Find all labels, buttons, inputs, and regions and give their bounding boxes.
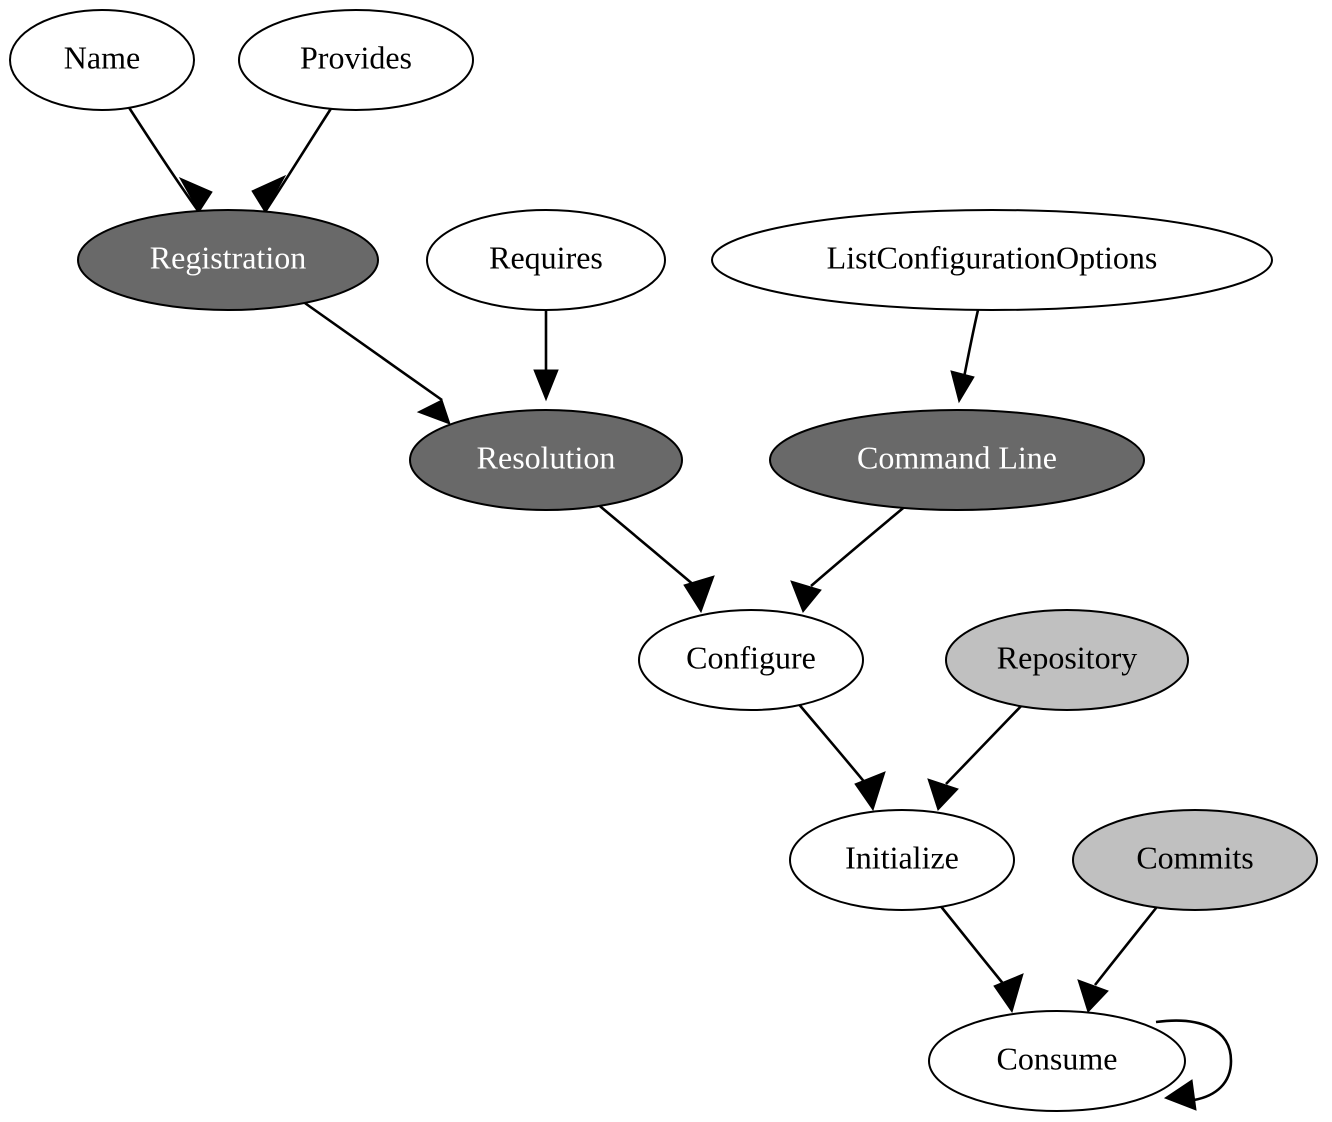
edge-name-to-registration (126, 105, 213, 213)
edge-resolution-to-configure (594, 501, 715, 614)
node-shape[interactable] (9, 9, 195, 111)
arrowhead-icon (533, 369, 559, 402)
node-initialize[interactable]: Initialize (789, 809, 1015, 911)
edge-requires-to-resolution (533, 310, 559, 402)
node-repository[interactable]: Repository (945, 609, 1189, 711)
edge-configure-to-initialize (796, 701, 886, 812)
edge-commits-to-consume (1077, 902, 1162, 1013)
node-commandline[interactable]: Command Line (769, 409, 1145, 511)
edge-line (1155, 1019, 1233, 1102)
node-resolution[interactable]: Resolution (409, 409, 683, 511)
arrowhead-icon (1163, 1079, 1197, 1111)
arrowhead-icon (683, 575, 715, 614)
arrowhead-icon (790, 580, 822, 613)
edge-line (1093, 902, 1162, 986)
node-configure[interactable]: Configure (638, 609, 864, 711)
edge-line (301, 299, 443, 402)
node-shape[interactable] (928, 1010, 1186, 1112)
edge-registration-to-resolution (301, 299, 451, 425)
node-shape[interactable] (638, 609, 864, 711)
arrowhead-icon (927, 778, 959, 811)
node-shape[interactable] (945, 609, 1189, 711)
node-commits[interactable]: Commits (1072, 809, 1318, 911)
edges-layer (126, 105, 1233, 1111)
arrowhead-icon (251, 174, 287, 213)
node-provides[interactable]: Provides (238, 9, 474, 111)
edge-consume-to-consume (1155, 1019, 1233, 1111)
edge-listconfig-to-commandline (950, 309, 980, 404)
node-listconfig[interactable]: ListConfigurationOptions (711, 209, 1273, 311)
arrowhead-icon (950, 370, 975, 404)
arrowhead-icon (993, 973, 1024, 1014)
node-shape[interactable] (789, 809, 1015, 911)
edge-line (126, 105, 201, 213)
node-shape[interactable] (426, 209, 666, 311)
arrowhead-icon (416, 399, 451, 425)
arrowhead-icon (1077, 979, 1109, 1013)
arrowhead-icon (178, 176, 213, 213)
node-consume[interactable]: Consume (928, 1010, 1186, 1112)
node-requires[interactable]: Requires (426, 209, 666, 311)
edge-repository-to-initialize (927, 701, 1026, 811)
node-shape[interactable] (238, 9, 474, 111)
edge-initialize-to-consume (937, 903, 1024, 1014)
node-shape[interactable] (1072, 809, 1318, 911)
edge-line (263, 106, 334, 213)
node-shape[interactable] (711, 209, 1273, 311)
node-shape[interactable] (769, 409, 1145, 511)
edge-line (796, 701, 868, 785)
edge-line (594, 501, 696, 587)
arrowhead-icon (854, 771, 886, 812)
node-registration[interactable]: Registration (77, 209, 379, 311)
node-shape[interactable] (77, 209, 379, 311)
node-shape[interactable] (409, 409, 683, 511)
edge-commandline-to-configure (790, 503, 909, 613)
edge-provides-to-registration (251, 106, 334, 213)
node-name[interactable]: Name (9, 9, 195, 111)
edge-line (945, 701, 1026, 785)
edge-line (937, 903, 1007, 987)
edge-line (810, 503, 909, 587)
